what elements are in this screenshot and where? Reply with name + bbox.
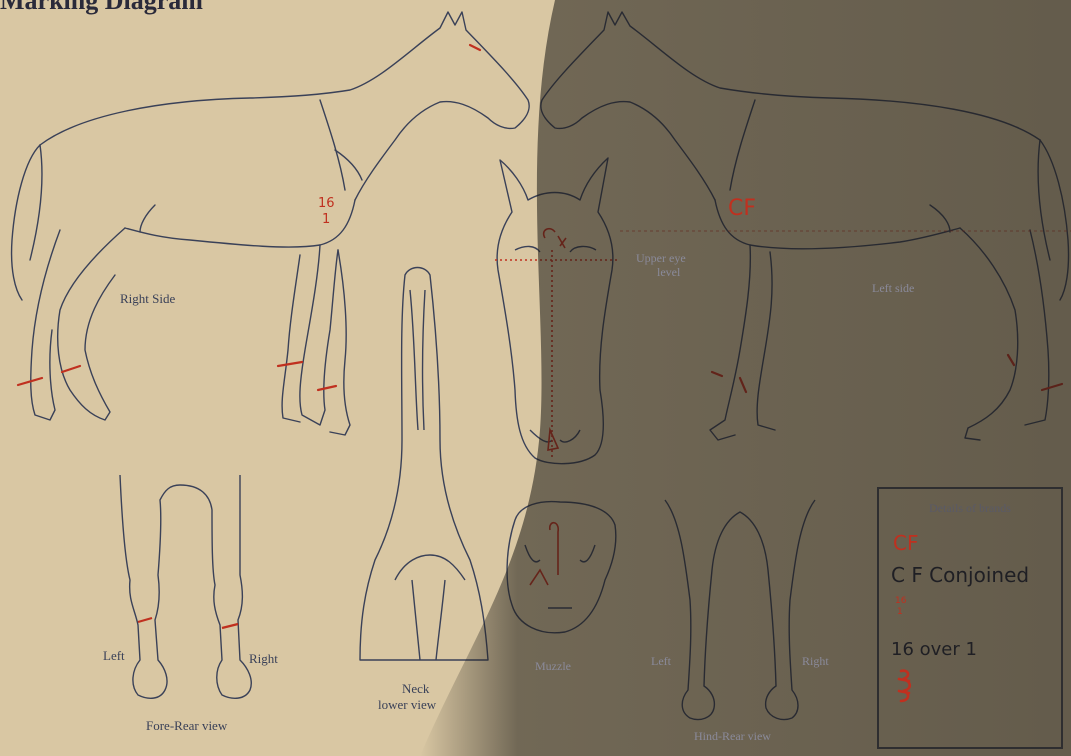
neck-label: Neck — [402, 681, 429, 697]
sheet-title: Marking Diagram — [0, 0, 203, 16]
neck-lower-view-outline — [360, 268, 488, 661]
left-side-brand-cf: CF — [728, 196, 756, 221]
right-side-label: Right Side — [120, 291, 175, 307]
fore-rear-view-outline — [120, 475, 251, 698]
brand-mark-16: 16 — [895, 596, 906, 606]
fore-rear-view-label: Fore-Rear view — [146, 718, 227, 734]
muzzle-label: Muzzle — [535, 659, 571, 674]
fore-rear-view-markings — [138, 618, 238, 628]
details-of-brands-title: Details of brands — [879, 501, 1061, 516]
brand-sketch-icon — [891, 667, 921, 707]
fore-rear-right-label: Right — [249, 651, 278, 667]
right-side-brand-16: 16 — [318, 196, 335, 211]
right-side-horse-markings — [18, 45, 480, 390]
fore-rear-left-label: Left — [103, 648, 125, 664]
brand-mark-cf: CF — [893, 531, 918, 555]
upper-eye-level-label-line-2: level — [657, 265, 680, 280]
left-side-label: Left side — [872, 281, 914, 296]
hind-rear-right-label: Right — [802, 654, 829, 669]
right-side-brand-1: 1 — [322, 212, 330, 227]
neck-lower-view-label: lower view — [378, 697, 436, 713]
details-of-brands-box: Details of brands CF C F Conjoined 16 1 … — [877, 487, 1063, 749]
hind-rear-view-label: Hind-Rear view — [694, 729, 771, 744]
brand-mark-1: 1 — [897, 607, 903, 617]
hind-rear-left-label: Left — [651, 654, 671, 669]
right-side-horse-outline — [12, 12, 530, 435]
brand-description-cf: C F Conjoined — [891, 563, 1029, 587]
upper-eye-level-label-line-1: Upper eye — [636, 251, 686, 266]
brand-description-16-over-1: 16 over 1 — [891, 639, 977, 660]
